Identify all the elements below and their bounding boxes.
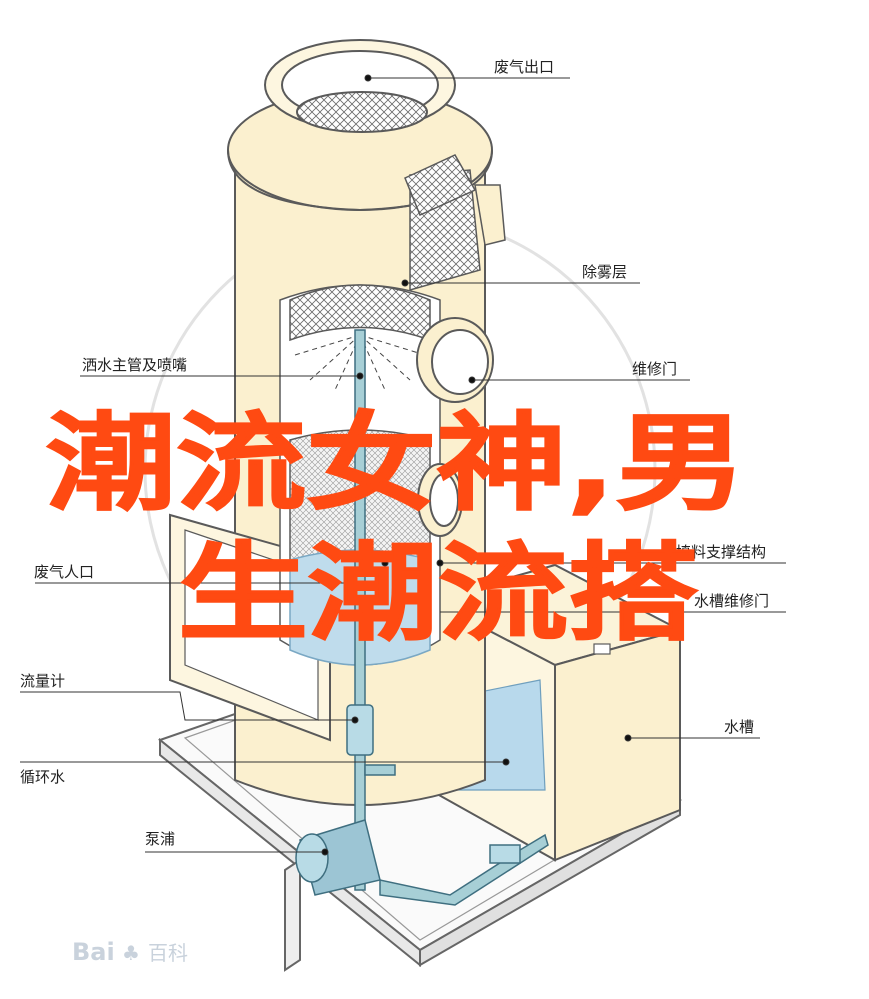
label-pump: 泵浦 bbox=[145, 830, 175, 848]
baidu-watermark: Bai ♣ 百科 bbox=[72, 938, 188, 966]
overlay-headline: 潮流女神,男 生潮流搭 bbox=[45, 401, 747, 656]
label-filler-support: 填料支撑结构 bbox=[676, 543, 766, 561]
label-tank-maintenance-door: 水槽维修门 bbox=[694, 592, 769, 610]
label-exhaust-inlet: 废气人口 bbox=[34, 563, 94, 581]
watermark-logo: Bai bbox=[72, 938, 115, 966]
label-sprinkler: 洒水主管及喷嘴 bbox=[82, 356, 187, 374]
label-exhaust-outlet: 废气出口 bbox=[494, 58, 554, 76]
watermark-logo-cn: 百科 bbox=[148, 941, 188, 965]
label-circulating-water: 循环水 bbox=[20, 768, 65, 786]
pipe-system bbox=[295, 329, 549, 906]
label-water-tank: 水槽 bbox=[724, 718, 754, 736]
labels: 废气出口 除雾层 洒水主管及喷嘴 维修门 填料支撑结构 废气人口 水槽维修门 流… bbox=[20, 58, 769, 848]
demister-duct bbox=[404, 154, 506, 291]
label-maintenance-door: 维修门 bbox=[632, 360, 677, 378]
overlay-line-1: 潮流女神,男 bbox=[46, 402, 746, 525]
overlay-line-2: 生潮流搭 bbox=[178, 532, 698, 655]
label-flowmeter: 流量计 bbox=[20, 672, 65, 690]
paw-icon: ♣ bbox=[122, 941, 140, 965]
leader-lines bbox=[20, 74, 786, 856]
label-demister: 除雾层 bbox=[582, 263, 627, 281]
